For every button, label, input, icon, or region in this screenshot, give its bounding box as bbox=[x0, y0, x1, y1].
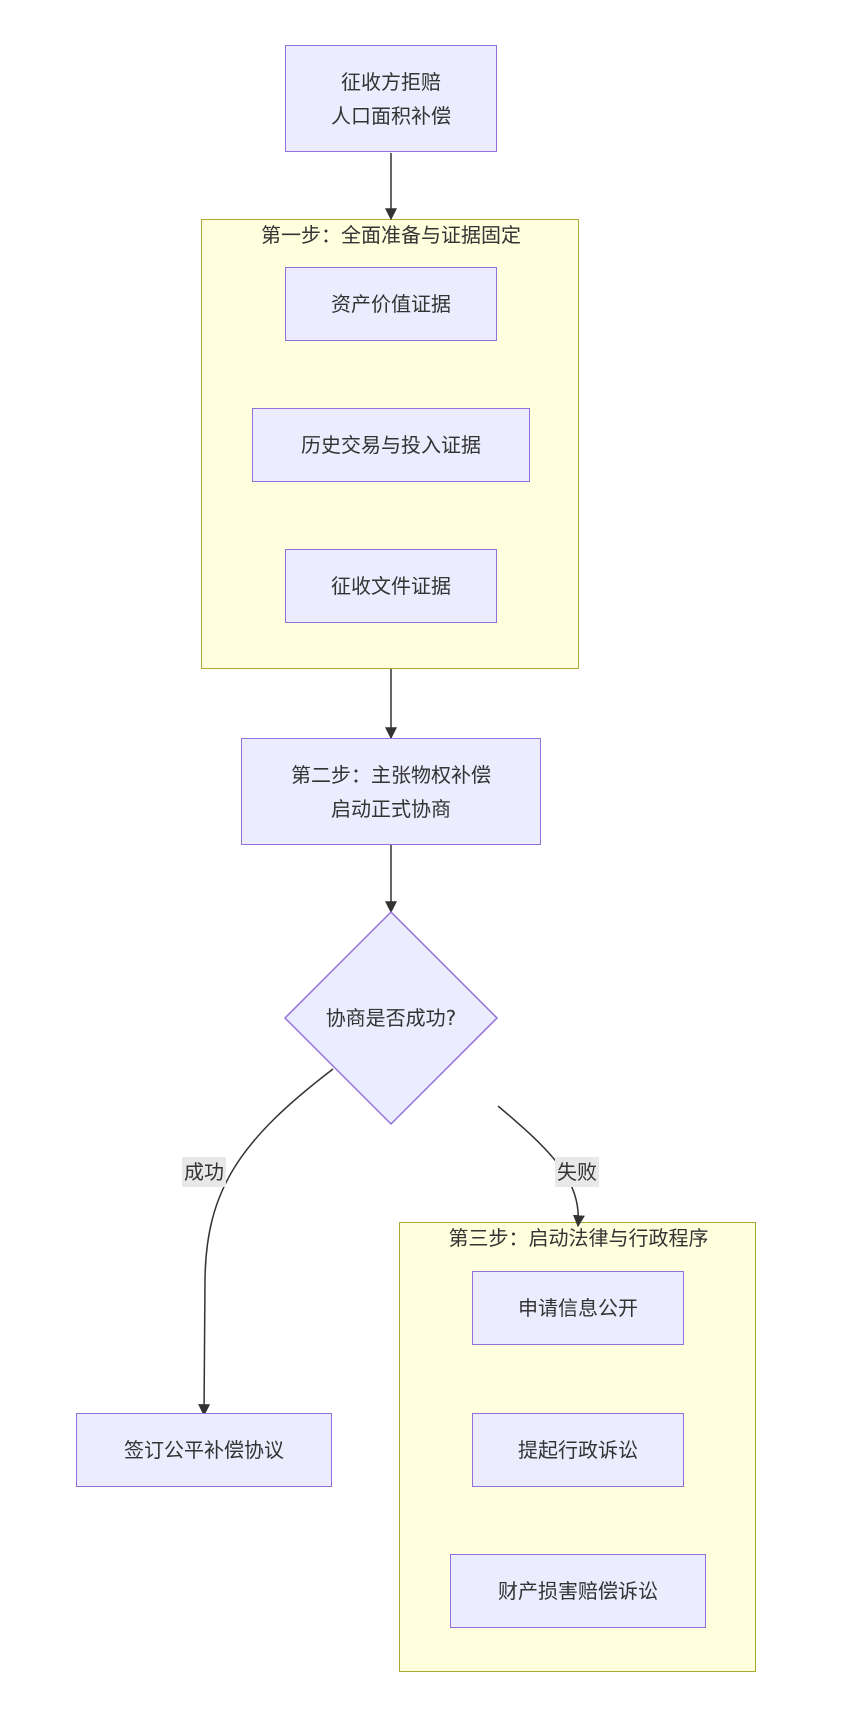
agreement-node: 签订公平补偿协议 bbox=[76, 1413, 332, 1487]
expropriation-docs-node: 征收文件证据 bbox=[285, 549, 497, 623]
expropriation-docs-label: 征收文件证据 bbox=[331, 574, 451, 598]
info-disclosure-label: 申请信息公开 bbox=[518, 1296, 638, 1320]
edge-label-success: 成功 bbox=[182, 1157, 226, 1187]
damages-litigation-label: 财产损害赔偿诉讼 bbox=[498, 1579, 658, 1603]
admin-litigation-node: 提起行政诉讼 bbox=[472, 1413, 684, 1487]
step2-line1: 第二步：主张物权补偿 bbox=[291, 762, 491, 787]
start-node-line2: 人口面积补偿 bbox=[331, 103, 451, 128]
asset-value-evidence-label: 资产价值证据 bbox=[331, 292, 451, 316]
decision-label: 协商是否成功? bbox=[325, 1006, 457, 1030]
history-evidence-label: 历史交易与投入证据 bbox=[301, 433, 481, 457]
agreement-label: 签订公平补偿协议 bbox=[124, 1438, 284, 1462]
admin-litigation-label: 提起行政诉讼 bbox=[518, 1438, 638, 1462]
start-node: 征收方拒赔 人口面积补偿 bbox=[285, 45, 497, 152]
start-node-line1: 征收方拒赔 bbox=[341, 69, 441, 94]
damages-litigation-node: 财产损害赔偿诉讼 bbox=[450, 1554, 706, 1628]
history-evidence-node: 历史交易与投入证据 bbox=[252, 408, 530, 482]
step2-node: 第二步：主张物权补偿 启动正式协商 bbox=[241, 738, 541, 845]
step1-title: 第一步：全面准备与证据固定 bbox=[261, 223, 521, 247]
edge-label-failure: 失败 bbox=[555, 1157, 599, 1187]
edge-decision-success bbox=[198, 1068, 334, 1417]
info-disclosure-node: 申请信息公开 bbox=[472, 1271, 684, 1345]
step3-title: 第三步：启动法律与行政程序 bbox=[448, 1226, 709, 1250]
asset-value-evidence-node: 资产价值证据 bbox=[285, 267, 497, 341]
step2-line2: 启动正式协商 bbox=[331, 796, 451, 821]
decision-diamond bbox=[283, 910, 499, 1126]
